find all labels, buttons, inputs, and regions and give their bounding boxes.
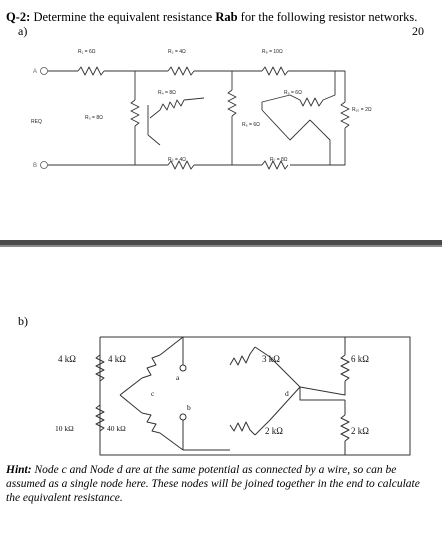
b-r-left-top-inner: 4 kΩ (108, 354, 126, 364)
r5-label: R₅ = 4Ω (168, 157, 186, 163)
node-c-label: c (151, 389, 155, 398)
section-divider (0, 240, 442, 245)
circuit-a-diagram: A B REQ R₁ = 6Ω R₂ = 4Ω R₃ = 8Ω R₄ = 8Ω … (31, 49, 372, 170)
b-r-right-bottom-inner: 2 kΩ (265, 426, 283, 436)
part-b-label: b) (18, 314, 28, 328)
points-label: 20 (412, 24, 424, 38)
terminal-b-label: B (33, 163, 37, 169)
b-r-right-top-inner: 3 kΩ (262, 354, 280, 364)
r7-label: R₇ = 8Ω (270, 157, 288, 163)
b-r-left-top-outer: 4 kΩ (58, 354, 76, 364)
req-label: REQ (31, 119, 42, 125)
node-a-label: a (176, 373, 180, 382)
circuit-b-diagram: 4 kΩ 4 kΩ 10 kΩ 40 kΩ 3 kΩ 6 kΩ 2 kΩ 2 k… (55, 336, 411, 456)
node-d-label: d (285, 389, 289, 398)
b-r-left-bottom-outer: 10 kΩ (55, 424, 74, 433)
question-bold-term: Rab (215, 10, 238, 24)
question-title: Q-2: Determine the equivalent resistance… (6, 10, 417, 25)
node-b-label: b (187, 403, 191, 412)
b-r-right-bottom-outer: 2 kΩ (351, 426, 369, 436)
hint-text: Node c and Node d are at the same potent… (6, 464, 420, 505)
r9-label: R₉ = 6Ω (284, 90, 302, 96)
r4-label: R₄ = 8Ω (158, 90, 176, 96)
question-number: Q-2: (6, 10, 31, 24)
r8-label: R₈ = 10Ω (262, 49, 283, 55)
hint-label: Hint: (6, 464, 32, 476)
r10-label: R₁₀ = 2Ω (352, 107, 372, 113)
b-r-right-top-outer: 6 kΩ (351, 354, 369, 364)
terminal-a-circle (40, 67, 48, 75)
terminal-a-label: A (33, 69, 37, 75)
b-r-left-bottom-inner: 40 kΩ (107, 424, 126, 433)
terminal-b-circle (40, 161, 48, 169)
question-text-after: for the following resistor networks. (240, 10, 418, 24)
r6-label: R₆ = 6Ω (242, 122, 260, 128)
part-a-label: a) (18, 24, 28, 38)
r2-label: R₂ = 4Ω (168, 49, 186, 55)
question-text-before: Determine the equivalent resistance (33, 10, 213, 24)
hint-paragraph: Hint: Node c and Node d are at the same … (6, 463, 436, 505)
r3-label: R₃ = 8Ω (85, 115, 103, 121)
section-divider-shadow (0, 245, 442, 247)
r1-label: R₁ = 6Ω (78, 49, 96, 55)
